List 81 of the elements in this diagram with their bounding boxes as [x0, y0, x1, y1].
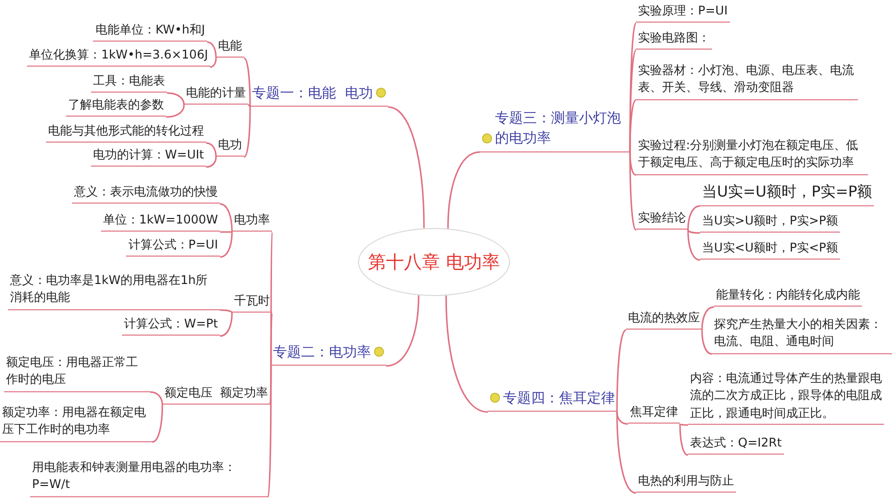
connector-line — [166, 92, 185, 106]
node-text: 额定功率：用电器在额定电压下工作时的电功率 — [2, 404, 147, 439]
connector-line — [206, 41, 217, 58]
connector-line — [220, 309, 233, 314]
connector-line — [680, 423, 688, 426]
connector-line — [152, 404, 164, 443]
connector-line — [687, 230, 700, 261]
connector-line — [629, 99, 636, 152]
connector-line — [687, 230, 700, 234]
connector-line — [445, 296, 488, 413]
node-text: 电功 — [218, 136, 242, 154]
node-text: 额定电压 额定功率 — [164, 384, 268, 402]
node-text: 探究产生热量大小的相关因素：电流、电阻、通电时间 — [714, 316, 883, 351]
node-text: 计算公式：W=Pt — [124, 316, 218, 333]
connector-line — [220, 232, 233, 258]
connector-line — [679, 424, 688, 456]
node-text: 千瓦时 — [234, 292, 270, 310]
connector-line — [388, 106, 425, 228]
topic-branch — [271, 342, 386, 366]
connector-line — [701, 330, 712, 355]
node-text: 实验器材：小灯泡、电源、电压表、电流表、开关、导线、滑动变阻器 — [638, 62, 855, 97]
connector-line — [701, 306, 714, 330]
node-text: 电能 — [218, 38, 242, 55]
connector-line — [248, 104, 251, 108]
node-text: 焦耳定律 — [630, 404, 678, 421]
connector-line — [244, 57, 251, 107]
topic-text: 专题三：测量小灯泡的电功率 — [495, 109, 622, 149]
connector-line — [616, 329, 626, 412]
chapter-title: 第十八章 电功率 — [368, 251, 500, 274]
node-text: 电功的计算：W=UIt — [93, 146, 204, 164]
node-text: 额定电压：用电器正常工作时的电压 — [6, 354, 139, 389]
connector-line — [220, 203, 233, 232]
connector-line — [220, 231, 232, 233]
connector-line — [210, 58, 217, 68]
connector-line — [616, 412, 636, 494]
connector-line — [206, 142, 217, 158]
connector-line — [270, 312, 273, 366]
branch-node — [4, 354, 150, 392]
connector-line — [267, 366, 272, 498]
node-text: 电流的热效应 — [628, 310, 700, 327]
topic-text: 专题四：焦耳定律 — [503, 390, 615, 409]
node-text: 电能与其他形式能的转化过程 — [48, 122, 204, 140]
node-text: 计算公式：P=UI — [128, 236, 218, 254]
topic-branch — [250, 84, 388, 107]
node-text: 当U实=U额时，P实=P额 — [702, 181, 872, 202]
node-text: 电能单位：KW•h和J — [95, 22, 205, 39]
topic-text: 专题一：电能 电功 — [252, 84, 373, 104]
connector-line — [150, 391, 164, 406]
node-text: 实验电路图： — [638, 30, 710, 47]
node-text: 意义：表示电流做功的快慢 — [74, 184, 218, 201]
node-text: 电热的利用与防止 — [638, 472, 734, 490]
connector-line — [244, 107, 251, 158]
node-text: 实验结论 — [638, 210, 686, 227]
node-text: 了解电能表的参数 — [68, 96, 164, 114]
node-text: 单位化换算：1kW•h=3.6×106J — [29, 46, 208, 64]
node-text: 用电能表和钟表测量用电器的电功率：P=W/t — [32, 459, 237, 494]
topic-branch — [480, 108, 630, 152]
connector-line — [687, 205, 700, 230]
node-text: 当U实>U额时，P实>P额 — [702, 212, 838, 230]
connector-line — [629, 22, 637, 152]
node-text: 意义：电功率是1kW的用电器在1h所消耗的电能 — [10, 272, 209, 307]
node-text: 当U实<U额时，P实<P额 — [702, 240, 838, 257]
connector-line — [629, 152, 637, 231]
connector-line — [447, 151, 480, 229]
branch-node — [30, 459, 268, 497]
node-text: 表达式：Q=I2Rt — [690, 434, 782, 452]
node-text: 电能的计量 — [186, 84, 246, 102]
connector-line — [206, 156, 217, 168]
node-text: 内容：电流通过导体产生的热量跟电流的二次方成正比，跟导体的电阻成正比，跟通电时间成正比。 — [690, 370, 882, 422]
node-text: 单位：1kW=1000W — [103, 212, 218, 229]
node-text: 工具：电能表 — [93, 72, 165, 90]
node-text: 实验原理：P=UI — [638, 2, 728, 20]
connector-line — [629, 50, 637, 152]
node-text: 实验过程:分别测量小灯泡在额定电压、低于额定电压、高于额定电压时的实际功率 — [638, 137, 860, 172]
node-text: 能量转化：内能转化成内能 — [716, 286, 860, 304]
connector-line — [166, 104, 185, 118]
node-text: 电功率 — [234, 212, 270, 229]
topic-branch — [488, 388, 617, 412]
connector-line — [386, 295, 420, 367]
connector-line — [220, 312, 233, 337]
topic-text: 专题二：电功率 — [273, 344, 371, 363]
